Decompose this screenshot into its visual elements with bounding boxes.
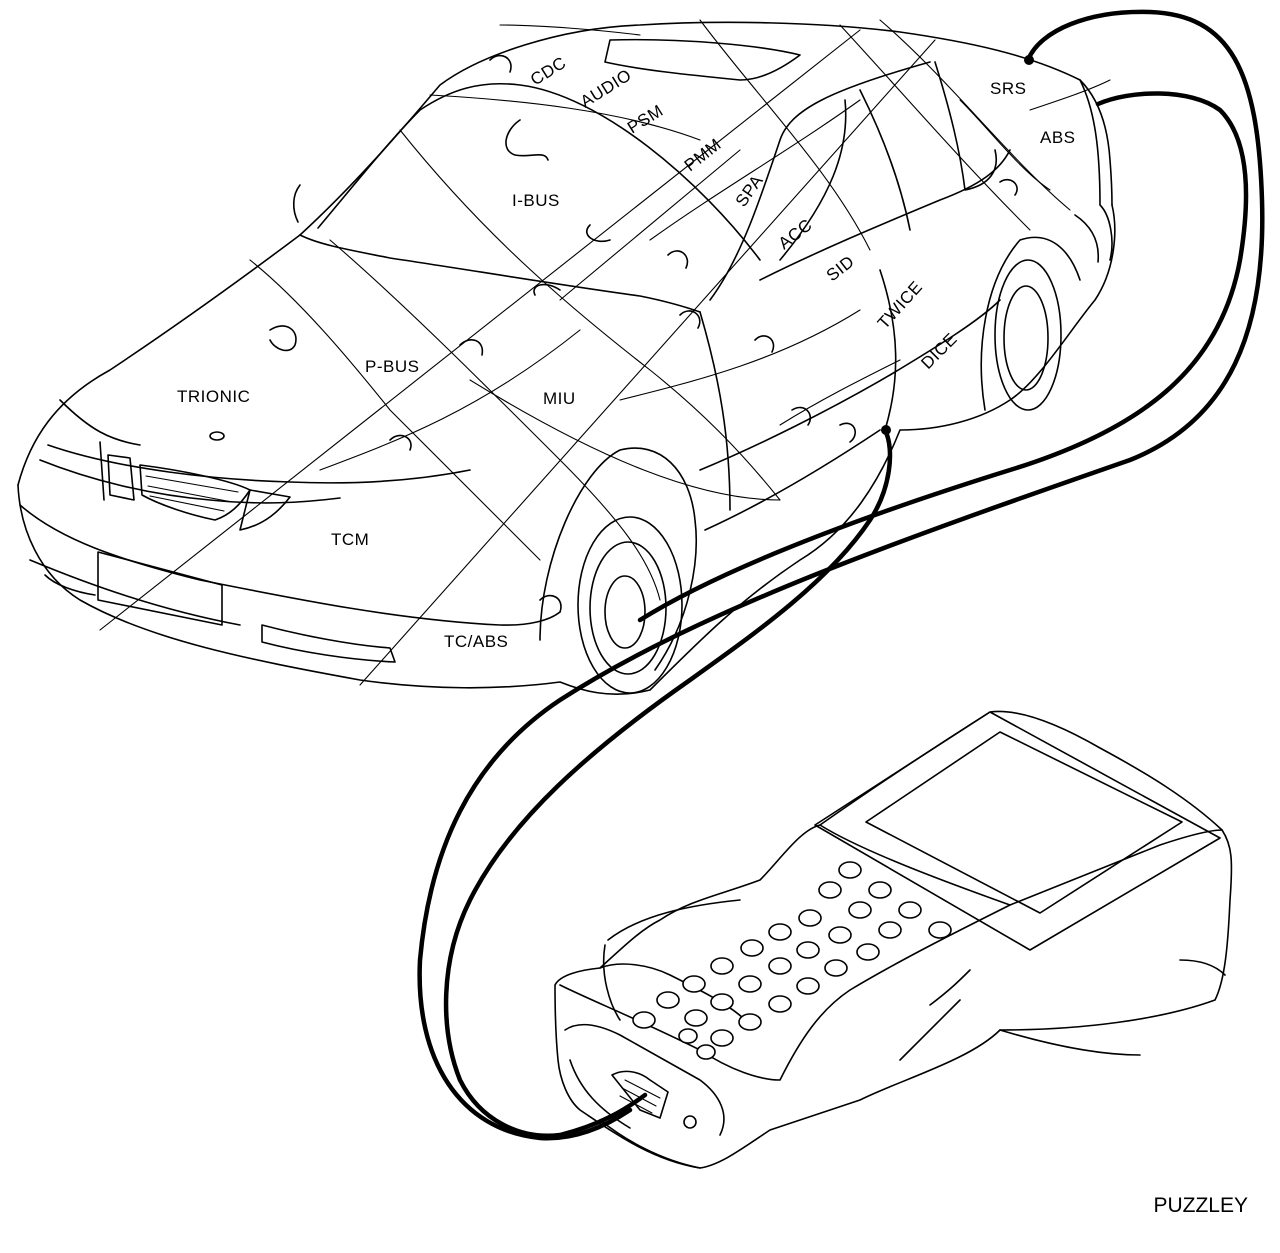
label-abs: ABS [1040,128,1076,147]
credit-text: PUZZLEY [1153,1194,1248,1217]
car-outline [17,21,1116,695]
label-srs: SRS [990,79,1026,98]
label-audio: AUDIO [577,65,635,111]
label-miu: MIU [543,389,576,408]
diagnostic-tool [554,710,1233,1169]
label-psm: PSM [624,101,667,137]
network-grid-lines [99,19,1111,686]
label-trionic: TRIONIC [177,387,250,406]
label-pmm: PMM [681,135,725,175]
label-ibus: I-BUS [512,191,560,210]
label-twice: TWICE [874,277,926,332]
label-cdc: CDC [527,53,570,89]
label-tcm: TCM [331,530,369,549]
label-pbus: P-BUS [365,357,419,376]
tool-screen [865,731,1183,914]
obd-connector-dot [881,425,891,435]
label-spa: SPA [732,171,767,210]
tool-connector-port [611,1070,669,1119]
hood-badge-icon [209,431,225,441]
srs-connector-dot [1024,55,1034,65]
diagnostic-cables [417,9,1265,1141]
label-tcabs: TC/ABS [444,632,508,651]
tool-keypad [632,861,952,1060]
label-sid: SID [823,252,858,285]
